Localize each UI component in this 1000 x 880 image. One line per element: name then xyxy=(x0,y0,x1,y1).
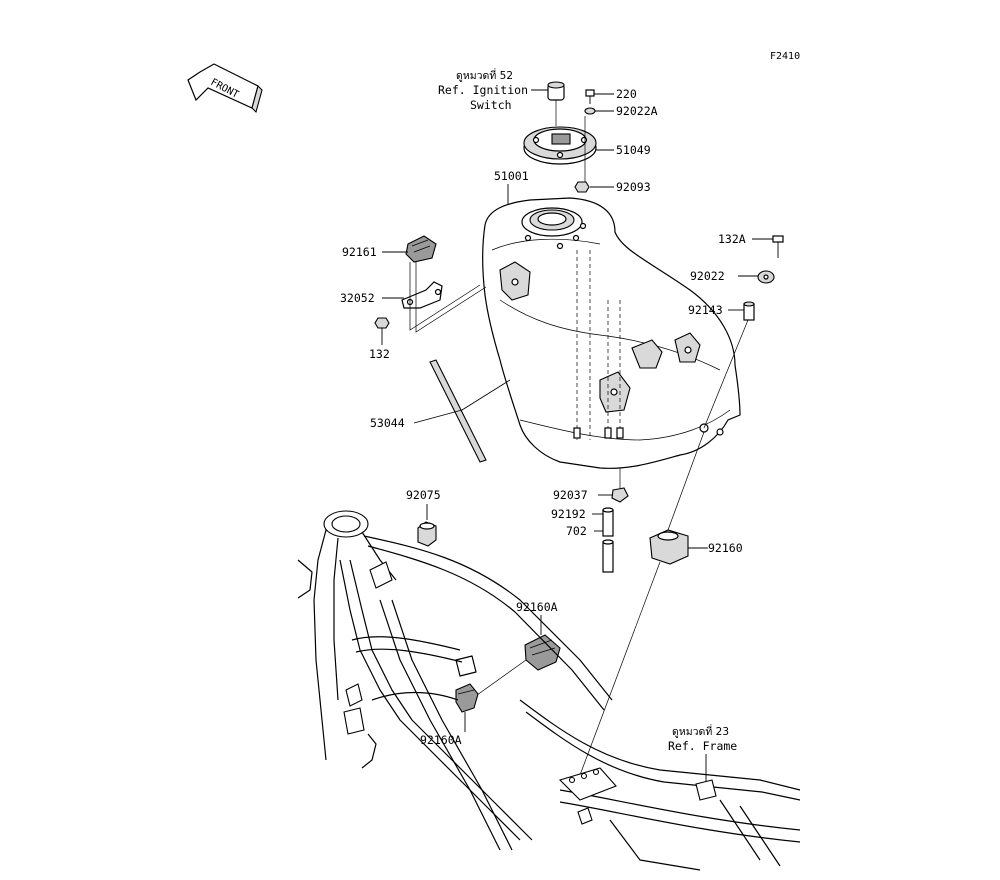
label-32052: 32052 xyxy=(340,291,375,305)
label-92192: 92192 xyxy=(551,507,586,521)
label-53044: 53044 xyxy=(370,416,405,430)
nut-132-part xyxy=(374,317,390,329)
washer-92022a-part xyxy=(584,107,596,115)
ref-frame: ดูหมวดที่ 23 Ref. Frame xyxy=(668,724,737,790)
hose-92192-part xyxy=(602,507,614,537)
fuel-cap-51049-part xyxy=(523,126,597,165)
label-92075: 92075 xyxy=(406,488,441,502)
label-220: 220 xyxy=(616,87,637,101)
damper-92075-part xyxy=(417,521,437,547)
ignition-switch-part xyxy=(547,81,565,101)
collar-92143-part xyxy=(743,301,755,321)
label-702: 702 xyxy=(566,524,587,538)
label-92022a: 92022A xyxy=(616,104,658,118)
ref-frame-line1: Ref. Frame xyxy=(668,739,737,753)
bolt-132a-part xyxy=(772,235,784,258)
label-92093: 92093 xyxy=(616,180,651,194)
motorcycle-frame xyxy=(297,510,801,871)
label-51049: 51049 xyxy=(616,143,651,157)
label-132a: 132A xyxy=(718,232,746,246)
label-92143: 92143 xyxy=(688,303,723,317)
screw-220-part xyxy=(585,89,595,104)
ref-ignition-switch: ดูหมวดที่ 52 Ref. Ignition Switch xyxy=(438,68,548,112)
label-92160: 92160 xyxy=(708,541,743,555)
label-92037: 92037 xyxy=(553,488,588,502)
clip-92037-part xyxy=(611,487,629,503)
fuel-tank-51001-part xyxy=(482,197,741,469)
label-51001: 51001 xyxy=(494,169,529,183)
damper-92160-part xyxy=(649,529,689,565)
washer-92022-part xyxy=(757,270,775,284)
rubber-92160a-lower-part xyxy=(455,683,479,713)
ref-ignition-thai: ดูหมวดที่ 52 xyxy=(456,68,513,82)
front-arrow-icon: FRONT xyxy=(187,63,263,114)
label-92160a-upper: 92160A xyxy=(516,600,558,614)
label-132: 132 xyxy=(369,347,390,361)
ref-frame-thai: ดูหมวดที่ 23 xyxy=(672,724,729,738)
cushion-92161-part xyxy=(405,235,437,263)
figure-code: F2410 xyxy=(770,51,800,62)
ref-ignition-line1: Ref. Ignition xyxy=(438,83,528,97)
hose-702-part xyxy=(602,539,614,573)
bracket-32052-part xyxy=(401,281,443,309)
label-92161: 92161 xyxy=(342,245,377,259)
nut-92093-part xyxy=(574,181,590,193)
ref-ignition-line2: Switch xyxy=(470,98,512,112)
label-92022: 92022 xyxy=(690,269,725,283)
